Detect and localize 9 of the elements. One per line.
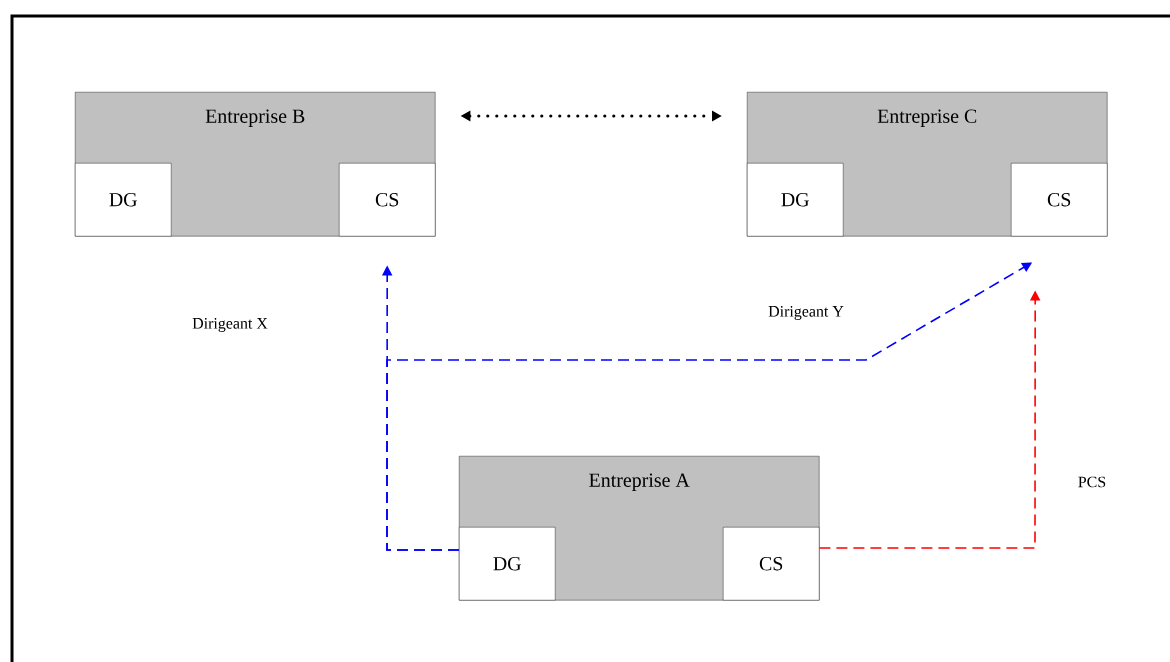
role-box: DG	[747, 163, 844, 237]
role-box: CS	[339, 163, 436, 237]
edge-label: PCS	[1075, 474, 1109, 490]
role-box: CS	[1011, 163, 1108, 237]
role-box: CS	[723, 527, 820, 601]
role-box: DG	[75, 163, 172, 237]
edge-label: Dirigeant Y	[766, 304, 846, 322]
label: Dirigeant X	[192, 318, 268, 332]
role-box: DG	[459, 527, 556, 601]
